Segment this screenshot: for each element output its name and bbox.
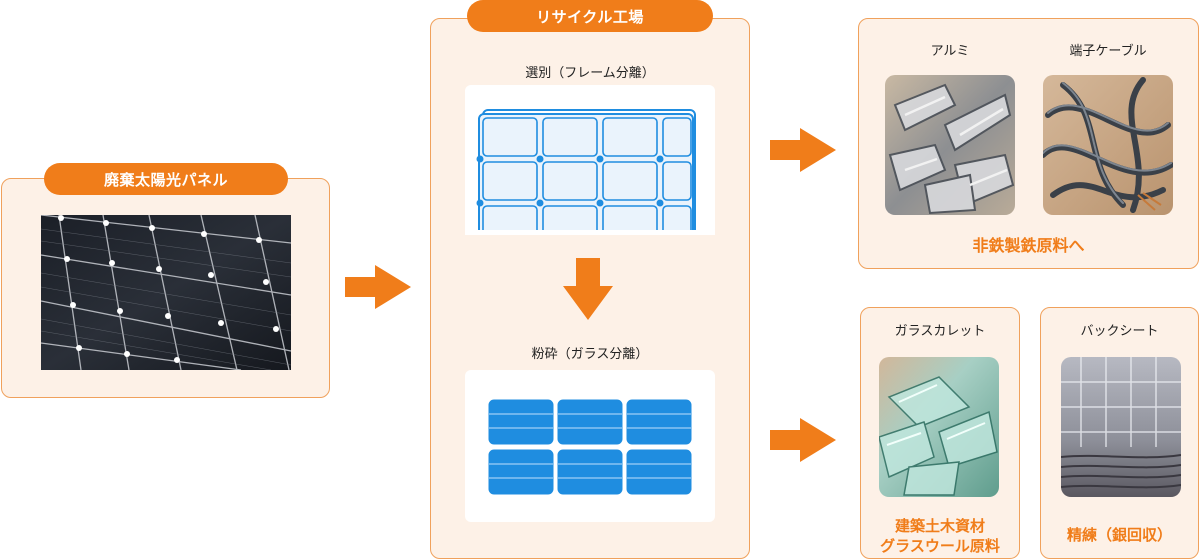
solar-panel-photo-image	[41, 215, 291, 370]
aluminum-photo	[885, 75, 1015, 215]
cable-photo	[1043, 75, 1173, 215]
factory-title-pill: リサイクル工場	[467, 0, 713, 32]
glass-cullet-label: ガラスカレット	[894, 324, 986, 339]
backsheet-result: 精練（銀回収）	[1066, 526, 1172, 544]
nonferrous-result: 非鉄製鉄原料へ	[972, 236, 1085, 255]
glass-result-line2: グラスウール原料	[880, 537, 1000, 555]
arrow-down-icon	[563, 258, 613, 320]
arrow-right-icon	[770, 128, 836, 172]
glass-result-line1: 建築土木資材	[894, 517, 985, 535]
solar-cells-icon	[488, 399, 692, 495]
cable-scrap-image	[1043, 75, 1173, 215]
backsheet-photo	[1061, 357, 1181, 497]
step1-card	[465, 85, 715, 235]
aluminum-scrap-image	[885, 75, 1015, 215]
backsheet-label: バックシート	[1080, 324, 1159, 339]
step1-label: 選別（フレーム分離）	[525, 66, 655, 81]
arrow-right-icon	[345, 265, 411, 309]
source-title-pill: 廃棄太陽光パネル	[44, 163, 288, 195]
solar-panel-photo	[41, 215, 291, 370]
cable-label: 端子ケーブル	[1069, 44, 1147, 59]
glass-cullet-image	[879, 357, 999, 497]
aluminum-label: アルミ	[930, 44, 970, 59]
step2-label: 粉砕（ガラス分離）	[531, 347, 649, 362]
backsheet-image	[1061, 357, 1181, 497]
arrow-right-icon	[770, 418, 836, 462]
glass-photo	[879, 357, 999, 497]
step2-card	[465, 370, 715, 522]
solar-panel-frame-icon	[465, 109, 715, 235]
